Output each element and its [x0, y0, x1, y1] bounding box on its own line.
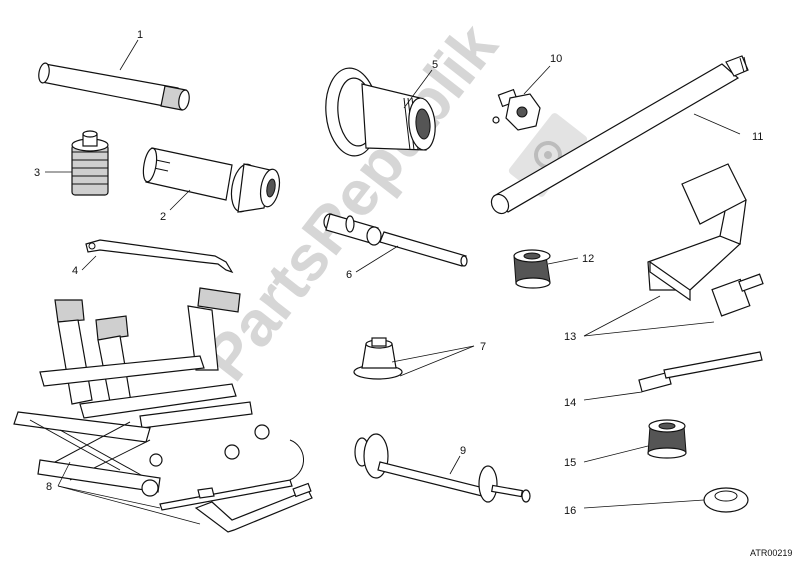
callout-10: 10 — [550, 53, 562, 65]
callout-7: 7 — [480, 341, 486, 353]
callout-15: 15 — [564, 457, 576, 469]
callout-5: 5 — [432, 59, 438, 71]
callout-11: 11 — [752, 131, 763, 143]
callout-16: 16 — [564, 505, 576, 517]
callout-12: 12 — [582, 253, 594, 265]
drawing-code: ATR00219 — [750, 548, 792, 558]
leader-lines — [45, 39, 741, 525]
part-7-pad — [353, 337, 403, 380]
callout-8: 8 — [46, 481, 52, 493]
part-1-tube — [38, 62, 190, 111]
part-6-pin-tool — [323, 213, 468, 267]
callout-4: 4 — [72, 265, 78, 277]
part-9-bearing-puller — [354, 433, 531, 503]
part-8-lift-stand — [13, 287, 304, 511]
callout-14: 14 — [564, 397, 576, 409]
part-13-case — [647, 163, 764, 317]
part-2-stepped-bushing — [142, 147, 281, 213]
part-10-clamp — [492, 88, 541, 131]
part-12-seal — [513, 249, 551, 289]
callout-1: 1 — [137, 29, 143, 41]
part-4-hook-wrench — [85, 239, 234, 274]
callout-9: 9 — [460, 445, 466, 457]
callout-13: 13 — [564, 331, 576, 343]
callout-2: 2 — [160, 211, 166, 223]
callout-3: 3 — [34, 167, 40, 179]
part-11-threaded-rod — [490, 55, 749, 215]
part-8-l-key — [194, 482, 313, 533]
part-14-adapter — [638, 351, 763, 393]
part-15-seal — [647, 419, 687, 459]
part-16-ring — [703, 487, 749, 513]
callout-6: 6 — [346, 269, 352, 281]
part-3-knurled-cylinder — [71, 130, 109, 196]
